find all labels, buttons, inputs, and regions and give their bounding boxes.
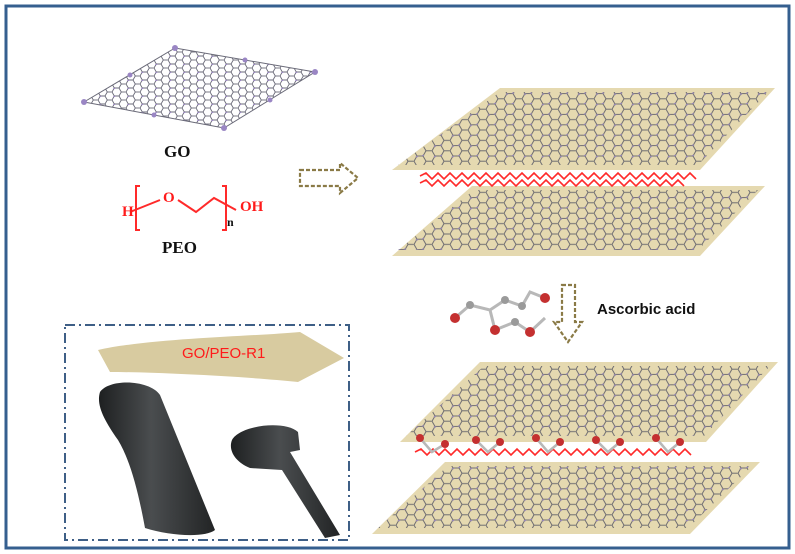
peo-chain-top [419,171,697,181]
film-label: GO/PEO-R1 [182,345,266,362]
go-label: GO [164,142,191,161]
peo-label: PEO [162,238,197,257]
arrow-down-icon [551,283,585,344]
peo-n-subscript: n [227,215,234,229]
peo-o-label: O [163,190,175,206]
go-lattice-icon [81,45,318,131]
stacked-sheets-bottom [372,362,778,534]
ascorbic-acid-molecule-icon [450,290,550,337]
stacked-sheets-top [392,88,775,256]
rolled-film-right [230,425,340,538]
peo-structure [129,185,237,231]
film-photo-box [64,324,350,541]
peo-h-label: H [122,204,134,220]
ascorbic-acid-array [416,434,684,454]
peo-oh-label: OH [240,199,264,215]
arrow-right-icon [298,160,360,196]
rolled-film-left [98,382,215,536]
film-ribbon [98,332,344,382]
ascorbic-acid-label: Ascorbic acid [597,301,696,318]
